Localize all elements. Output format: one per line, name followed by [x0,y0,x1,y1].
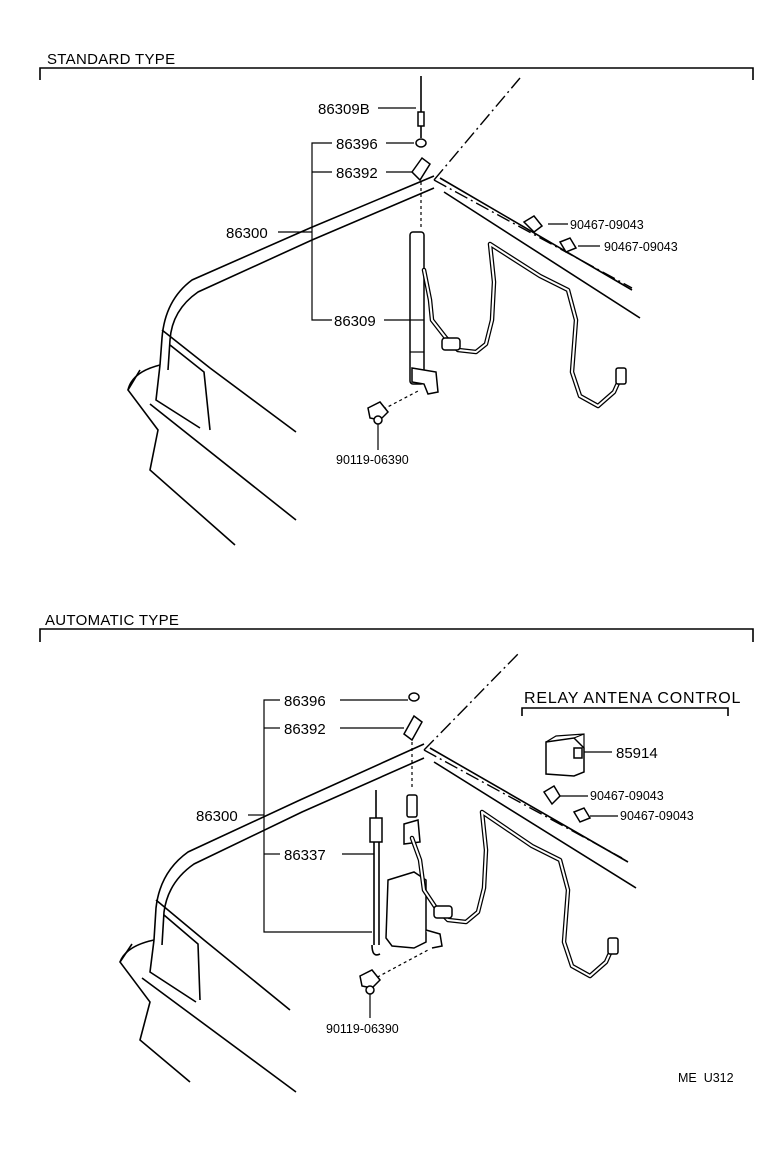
antenna-assembly-standard [367,76,439,425]
automatic-type-bracket [39,628,754,642]
standard-type-section: STANDARD TYPE [39,51,754,546]
relay-bracket [521,707,729,716]
label-90467-b: 90467-09043 [604,240,678,254]
standard-type-title: STANDARD TYPE [47,51,175,68]
automatic-type-title: AUTOMATIC TYPE [45,612,179,629]
clamp-automatic-a [542,784,561,806]
motor-antenna-automatic [359,692,443,995]
clamp-automatic-b [572,807,592,823]
label-90467-a: 90467-09043 [570,218,644,232]
label-auto-85914: 85914 [616,745,658,762]
label-auto-86337: 86337 [284,847,326,864]
label-auto-86392: 86392 [284,721,326,738]
label-auto-90467-b: 90467-09043 [620,809,694,823]
clamp-standard-b [558,237,578,253]
antenna-cable-automatic [409,809,619,979]
leader-lines-standard [278,107,600,450]
leader-lines-automatic [248,699,618,1018]
clamp-standard-a [522,215,544,233]
label-86300: 86300 [226,225,268,242]
label-auto-86300: 86300 [196,808,238,825]
relay-box-85914 [545,733,585,777]
car-body-standard [127,77,641,546]
standard-type-bracket [39,67,754,80]
diagram-code: ME U312 [678,1071,734,1085]
antenna-rod-86337 [369,790,383,956]
label-86396: 86396 [336,136,378,153]
label-86309B: 86309B [318,101,370,118]
label-86309: 86309 [334,313,376,330]
label-auto-86396: 86396 [284,693,326,710]
antenna-cable-standard [421,241,627,409]
label-auto-90119: 90119-06390 [326,1022,399,1036]
label-86392: 86392 [336,165,378,182]
label-auto-90467-a: 90467-09043 [590,789,664,803]
car-body-automatic [119,653,637,1093]
relay-antenna-control-title: RELAY ANTENA CONTROL [524,690,741,707]
automatic-type-section: AUTOMATIC TYPE RELAY ANTENA CONTROL [39,612,754,1093]
label-90119: 90119-06390 [336,453,409,467]
